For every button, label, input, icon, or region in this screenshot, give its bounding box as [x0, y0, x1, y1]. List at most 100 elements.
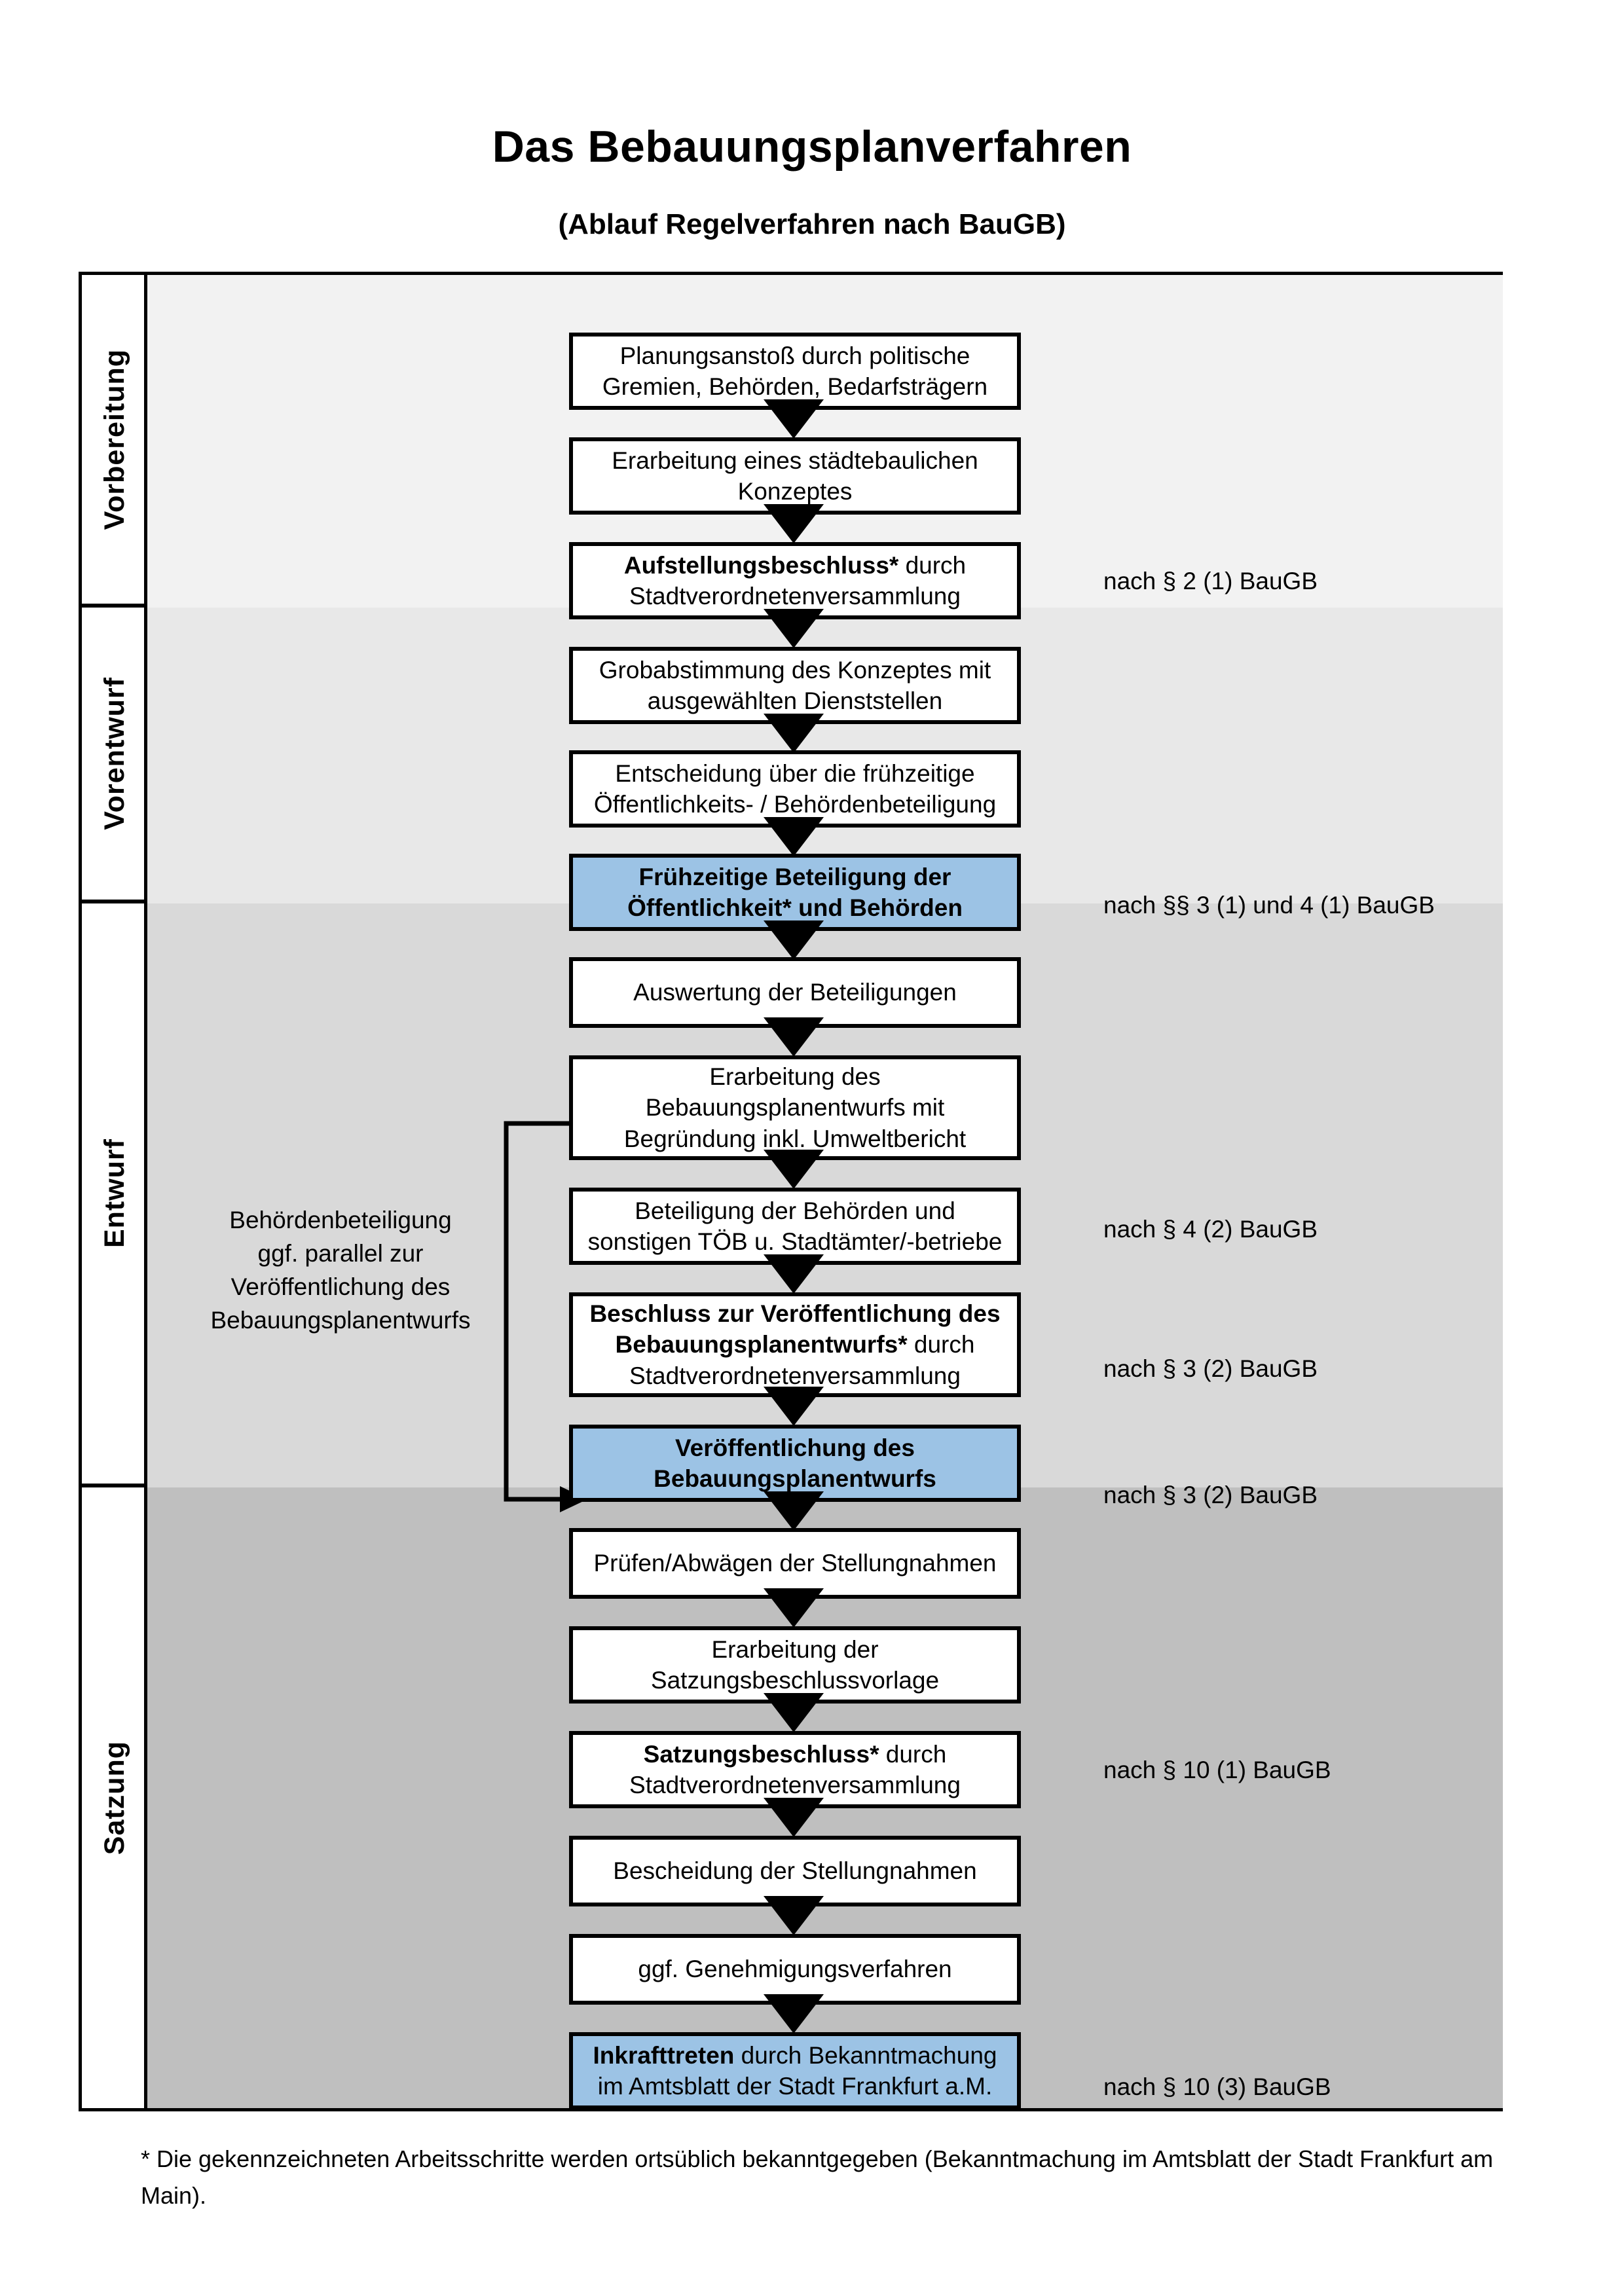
step-text-line: Aufstellungsbeschluss* durch — [623, 551, 967, 579]
step-text: Grobabstimmung des Konzeptes mit ausgewäh… — [599, 655, 991, 717]
step-text-line: Bebauungsplanentwurfs mit — [645, 1094, 945, 1121]
step-text-line: Entscheidung über die frühzeitige — [615, 759, 975, 787]
step-grobabstimmung[interactable]: Grobabstimmung des Konzeptes mit ausgewäh… — [569, 647, 1021, 724]
side-annotation-line: Bebauungsplanentwurfs — [210, 1307, 471, 1334]
legal-ref-3-2-b: nach § 3 (2) BauGB — [1103, 1482, 1318, 1508]
step-text-line: Bebauungsplanentwurfs — [654, 1465, 936, 1492]
step-text-line: Beschluss zur Veröffentlichung des — [589, 1300, 1001, 1327]
flow-arrow — [764, 504, 824, 543]
step-inkrafttreten[interactable]: Inkrafttreten durch Bekanntmachung im Amt… — [569, 2032, 1021, 2109]
legal-ref-3-2-a: nach § 3 (2) BauGB — [1103, 1355, 1318, 1382]
flow-arrow — [764, 1798, 824, 1837]
step-beteiligung-behoerden-toeb[interactable]: Beteiligung der Behörden und sonstigen TÖ… — [569, 1188, 1021, 1265]
step-text-line: Erarbeitung des — [709, 1063, 881, 1090]
flow-arrow — [764, 920, 824, 960]
phase-label-satzung: Satzung — [82, 1487, 147, 2108]
step-text-line: Stadtverordnetenversammlung — [629, 583, 961, 610]
flow-arrow — [764, 1150, 824, 1189]
legal-ref-10-3: nach § 10 (3) BauGB — [1103, 2073, 1331, 2100]
flow-arrow — [764, 1017, 824, 1057]
step-text-line: Öffentlichkeits- / Behördenbeteiligung — [593, 791, 997, 818]
phase-label-entwurf: Entwurf — [82, 903, 147, 1487]
step-text-line: ausgewählten Dienststellen — [647, 687, 943, 714]
flow-arrow — [764, 817, 824, 856]
flow-arrow — [764, 399, 824, 439]
step-text-line: Inkrafttreten durch Bekanntmachung — [593, 2041, 997, 2069]
step-text-line: Prüfen/Abwägen der Stellungnahmen — [593, 1550, 997, 1577]
step-text: Beteiligung der Behörden und sonstigen TÖ… — [588, 1195, 1003, 1258]
legal-ref-2-1: nach § 2 (1) BauGB — [1103, 568, 1318, 594]
side-annotation-line: ggf. parallel zur — [257, 1240, 424, 1267]
step-text-line: Konzeptes — [737, 478, 853, 505]
phase-label-vorentwurf: Vorentwurf — [82, 608, 147, 903]
step-text-line: Grobabstimmung des Konzeptes mit — [599, 656, 991, 683]
page-subtitle: (Ablauf Regelverfahren nach BauGB) — [558, 208, 1066, 240]
footnote-text: * Die gekennzeichneten Arbeitsschritte w… — [141, 2145, 1494, 2209]
step-text-line: Bebauungsplanentwurfs* durch — [615, 1331, 975, 1358]
flow-arrow — [764, 1254, 824, 1294]
step-text-line: Satzungsbeschlussvorlage — [650, 1667, 940, 1694]
step-text-line: Planungsanstoß durch politische — [619, 342, 970, 369]
step-text-line: Satzungsbeschluss* durch — [643, 1740, 947, 1768]
step-text-line: Frühzeitige Beteiligung der — [638, 863, 951, 890]
legal-ref-3-1-4-1: nach §§ 3 (1) und 4 (1) BauGB — [1103, 892, 1435, 919]
step-text-line: Auswertung der Beteiligungen — [633, 979, 957, 1006]
step-text-line: Stadtverordnetenversammlung — [629, 1772, 961, 1798]
step-text-line: Beteiligung der Behörden und — [635, 1197, 955, 1224]
step-text-line: Öffentlichkeit* und Behörden — [627, 894, 963, 921]
side-annotation-line: Behördenbeteiligung — [229, 1207, 452, 1233]
flow-arrow — [764, 609, 824, 648]
step-text: Bescheidung der Stellungnahmen — [613, 1855, 976, 1886]
phase-label-text: Entwurf — [98, 1139, 130, 1248]
legal-ref-10-1: nach § 10 (1) BauGB — [1103, 1757, 1331, 1783]
flow-arrow — [764, 1994, 824, 2033]
phase-label-vorbereitung: Vorbereitung — [82, 275, 147, 608]
phase-label-text: Vorentwurf — [98, 677, 130, 830]
phase-label-column: Vorbereitung Vorentwurf Entwurf Satzung — [82, 275, 147, 2108]
step-auswertung-beteiligungen[interactable]: Auswertung der Beteiligungen — [569, 957, 1021, 1028]
phase-label-text: Vorbereitung — [98, 348, 130, 530]
step-text-line: Erarbeitung eines städtebaulichen — [612, 446, 978, 474]
step-text-line: Erarbeitung der — [711, 1635, 879, 1663]
page-title: Das Bebauungsplanverfahren — [492, 122, 1132, 172]
step-text-line: ggf. Genehmigungsverfahren — [638, 1956, 952, 1983]
step-text: Inkrafttreten durch Bekanntmachung im Amt… — [593, 2040, 997, 2102]
step-text-line: Gremien, Behörden, Bedarfsträgern — [602, 373, 988, 400]
legal-ref-4-2: nach § 4 (2) BauGB — [1103, 1216, 1318, 1243]
flow-arrow — [764, 1588, 824, 1628]
step-text-line: Veröffentlichung des — [675, 1434, 915, 1461]
step-pruefen-abwaegen[interactable]: Prüfen/Abwägen der Stellungnahmen — [569, 1528, 1021, 1599]
step-text-line: Bescheidung der Stellungnahmen — [613, 1857, 977, 1885]
phase-label-text: Satzung — [98, 1740, 130, 1855]
step-text-line: sonstigen TÖB u. Stadtämter/-betriebe — [587, 1228, 1003, 1255]
side-annotation-line: Veröffentlichung des — [231, 1273, 451, 1301]
step-text: Prüfen/Abwägen der Stellungnahmen — [593, 1548, 996, 1578]
step-bescheidung-stellungnahmen[interactable]: Bescheidung der Stellungnahmen — [569, 1836, 1021, 1906]
flow-arrow — [764, 1693, 824, 1732]
flow-arrow — [764, 1896, 824, 1935]
diagram-frame: Vorbereitung Vorentwurf Entwurf Satzung … — [79, 272, 1503, 2111]
step-text-line: im Amtsblatt der Stadt Frankfurt a.M. — [597, 2073, 993, 2100]
